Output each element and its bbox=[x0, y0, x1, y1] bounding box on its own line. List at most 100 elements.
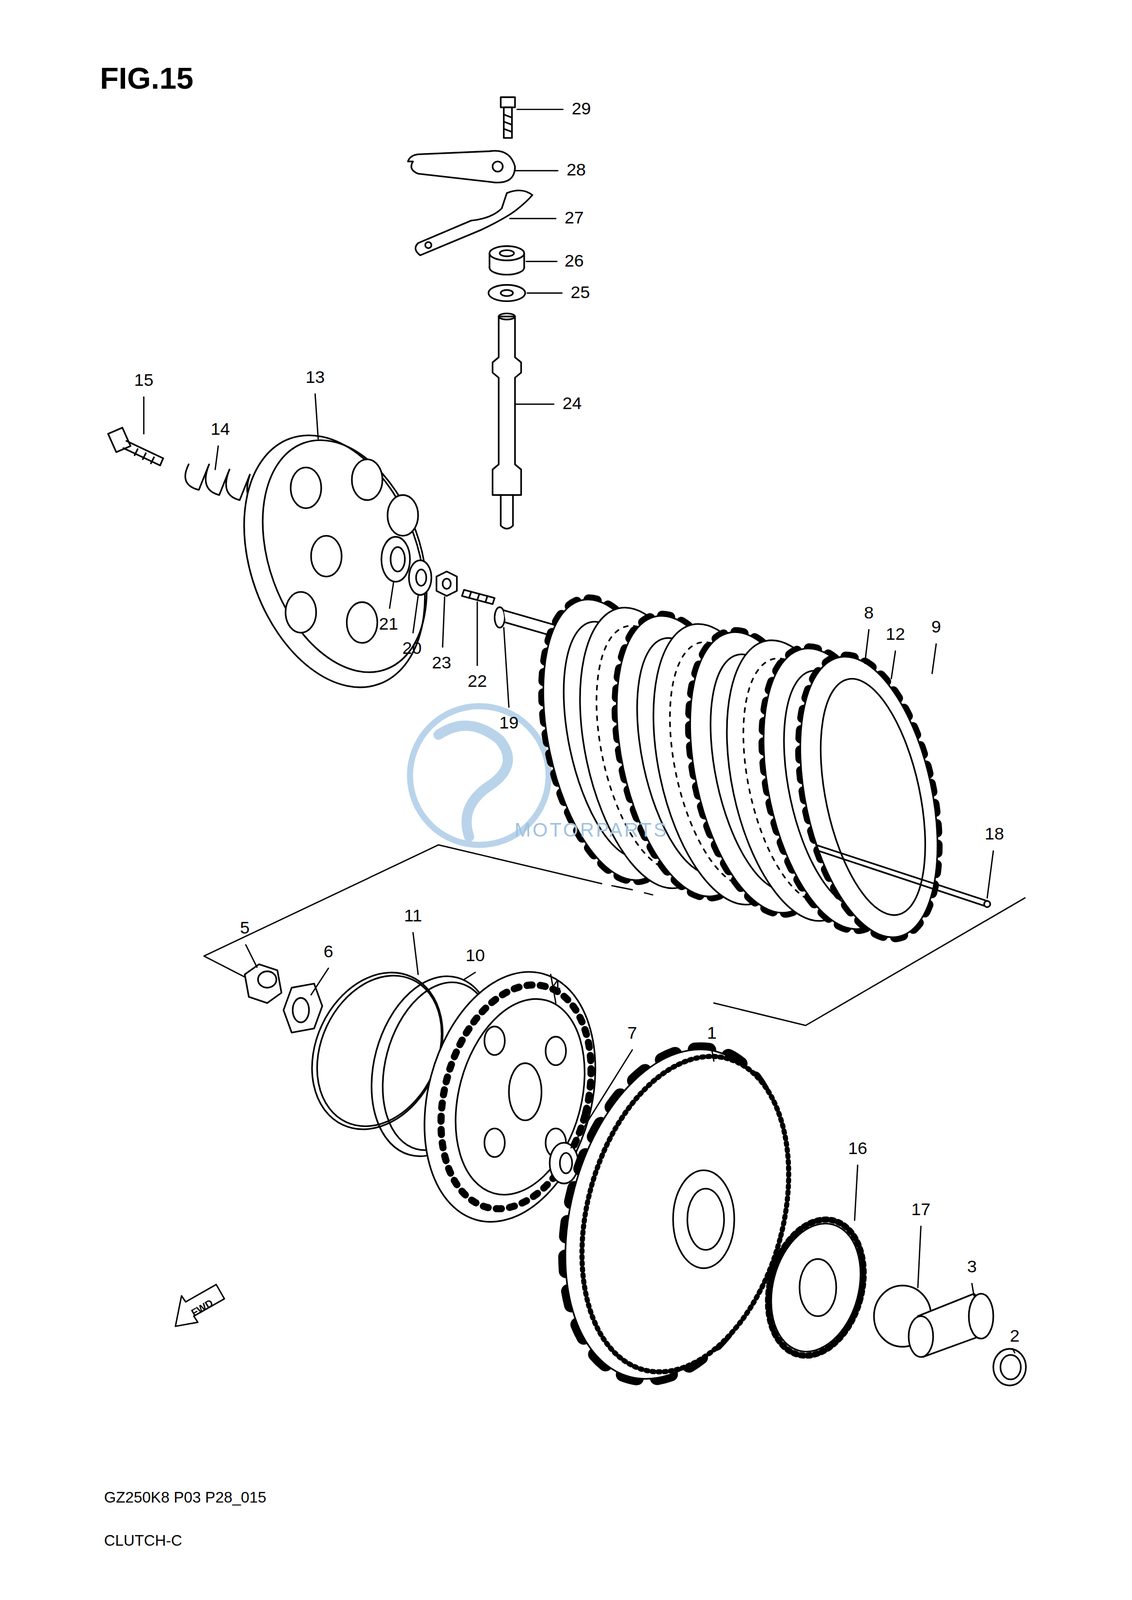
leader-lines-part bbox=[412, 596, 419, 633]
callout-number: 7 bbox=[627, 1023, 638, 1043]
callout-number: 11 bbox=[404, 906, 423, 926]
seal bbox=[489, 246, 525, 275]
forward-arrow-part bbox=[175, 1284, 225, 1326]
callout-number: 9 bbox=[931, 617, 942, 637]
push-rod-long-part bbox=[984, 900, 991, 908]
leader-lines-part bbox=[571, 1049, 633, 1148]
nut-part bbox=[244, 963, 282, 1003]
lock-washer-part bbox=[408, 560, 432, 596]
callout-number: 15 bbox=[134, 370, 154, 390]
forward-arrow bbox=[175, 1284, 225, 1326]
lock-washer-part bbox=[283, 983, 323, 1033]
pressure-plate-part bbox=[346, 601, 378, 643]
drawing-code: GZ250K8 P03 P28_015 bbox=[104, 1488, 267, 1506]
seal-part bbox=[489, 246, 525, 261]
pressure-plate-part bbox=[232, 417, 457, 695]
pressure-plate-part bbox=[285, 591, 316, 633]
group-bracket-part bbox=[612, 885, 653, 895]
leader-lines bbox=[143, 109, 1015, 1353]
callout-number: 12 bbox=[885, 624, 906, 644]
callout-number: 3 bbox=[967, 1257, 977, 1276]
callout-number: 17 bbox=[911, 1199, 931, 1219]
group-bracket bbox=[204, 844, 1025, 1025]
nut-part bbox=[257, 971, 277, 988]
lock-washer bbox=[408, 560, 432, 596]
callout-number: 8 bbox=[864, 603, 874, 623]
callout-number: 14 bbox=[210, 419, 231, 439]
callout-number: 24 bbox=[562, 394, 582, 414]
pressure-plate-part bbox=[387, 494, 419, 536]
clutch-plates-part bbox=[777, 644, 961, 950]
clutch-lever-part bbox=[492, 161, 503, 172]
thrust-washer bbox=[549, 1142, 579, 1184]
leader-lines-part bbox=[476, 601, 479, 665]
callout-number: 22 bbox=[467, 671, 488, 691]
washer bbox=[993, 1348, 1026, 1386]
oil-pump-gear-part bbox=[799, 1258, 837, 1317]
drawing-name: CLUTCH-C bbox=[104, 1531, 183, 1549]
leader-lines-part bbox=[711, 1049, 714, 1061]
leader-lines-part bbox=[311, 968, 329, 995]
leader-lines-part bbox=[215, 445, 219, 470]
callout-number: 25 bbox=[570, 283, 591, 302]
nut bbox=[244, 963, 282, 1003]
bolt bbox=[108, 427, 164, 466]
clutch-plates-part bbox=[777, 644, 961, 950]
pressure-plate-part bbox=[211, 409, 458, 713]
washer bbox=[488, 284, 526, 302]
leader-lines-part bbox=[1012, 1348, 1015, 1353]
leader-lines-part bbox=[517, 108, 564, 111]
bolt-part bbox=[503, 114, 513, 132]
lock-washer bbox=[283, 983, 323, 1033]
sleeve-part bbox=[908, 1315, 934, 1357]
callout-number: 21 bbox=[378, 614, 399, 634]
leader-lines-part bbox=[442, 597, 445, 647]
leader-lines-part bbox=[864, 629, 869, 663]
callout-number: 20 bbox=[402, 639, 422, 659]
leader-lines-part bbox=[891, 650, 896, 679]
bearing-part bbox=[390, 547, 405, 572]
leader-lines-part bbox=[245, 944, 257, 967]
clutch-housing-part bbox=[673, 1169, 735, 1268]
pin bbox=[461, 589, 495, 604]
clutch-housing bbox=[531, 1024, 822, 1403]
clutch-lever bbox=[408, 150, 516, 183]
clutch-hub-part bbox=[508, 1062, 542, 1120]
washer-part bbox=[488, 284, 526, 302]
watermark-globe-part bbox=[438, 725, 508, 837]
leader-lines-part bbox=[503, 627, 510, 708]
push-rod-long-part bbox=[816, 844, 988, 901]
pin-part bbox=[461, 589, 495, 604]
callout-number: 4 bbox=[550, 976, 561, 996]
callout-number: 10 bbox=[465, 945, 486, 965]
leader-lines-part bbox=[515, 403, 554, 406]
callout-number: 2 bbox=[1009, 1326, 1020, 1346]
oil-pump-gear-part bbox=[757, 1212, 874, 1362]
release-shaft-part bbox=[492, 316, 521, 495]
clutch-hub-part bbox=[484, 1026, 505, 1055]
group-bracket-part bbox=[713, 897, 1025, 1026]
seal-part bbox=[489, 252, 525, 268]
callout-number: 18 bbox=[984, 824, 1005, 844]
clutch-hub-part bbox=[545, 1036, 566, 1066]
push-rod-long-part bbox=[816, 849, 986, 907]
clutch-lever-part bbox=[408, 150, 516, 183]
leader-lines-part bbox=[509, 218, 556, 220]
leader-lines-part bbox=[527, 292, 563, 294]
release-shaft bbox=[492, 313, 521, 529]
sleeve bbox=[908, 1293, 994, 1357]
seal-part bbox=[499, 250, 514, 257]
callout-number: 29 bbox=[571, 99, 592, 119]
watermark: MOTORPARTS bbox=[514, 819, 669, 841]
bolt-part bbox=[123, 440, 164, 466]
callout-number: 27 bbox=[564, 208, 584, 228]
sleeve-part bbox=[968, 1293, 994, 1339]
lock-washer-part bbox=[416, 569, 427, 586]
release-shaft-part bbox=[500, 494, 513, 529]
leader-lines-part bbox=[314, 393, 318, 440]
washer-part bbox=[1000, 1354, 1022, 1380]
leader-lines-part bbox=[932, 644, 937, 674]
nut-part bbox=[442, 578, 451, 589]
